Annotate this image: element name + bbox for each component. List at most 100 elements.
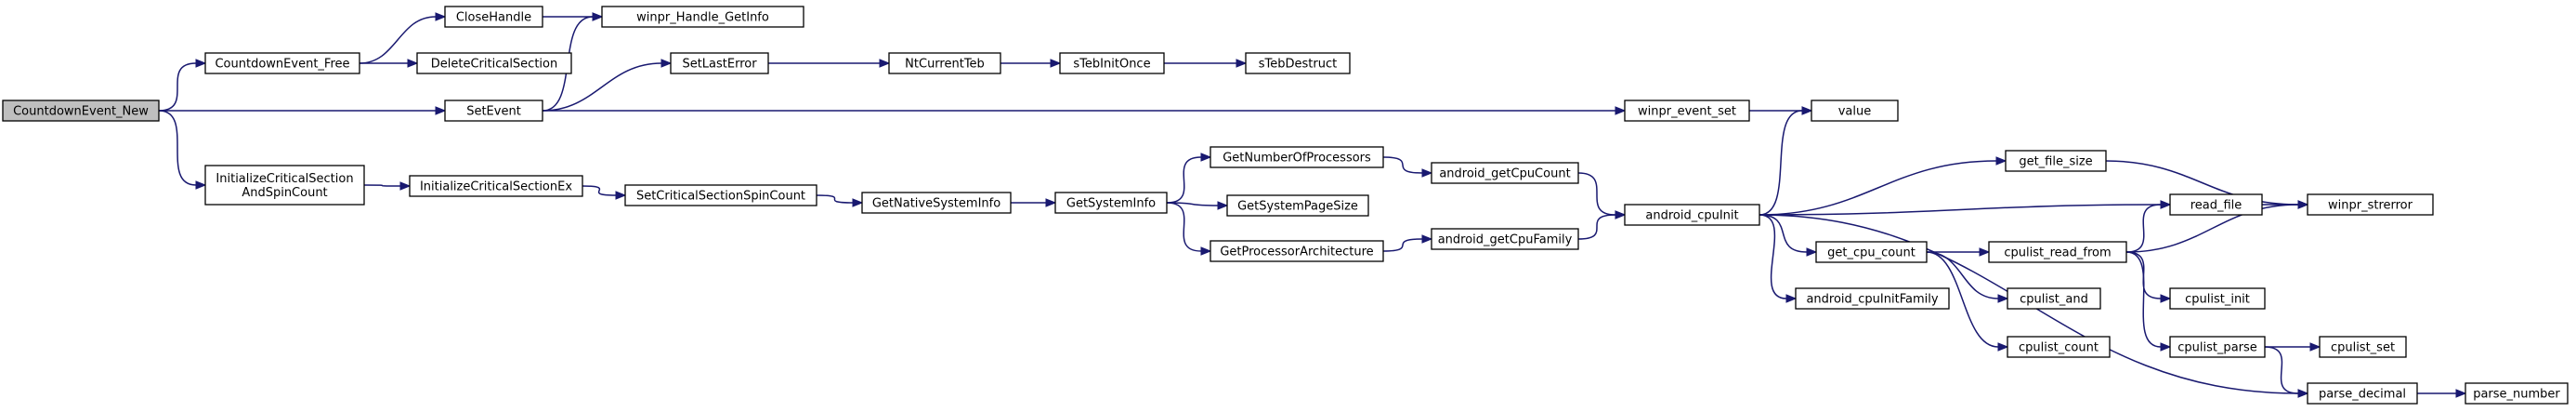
node-winpr-strerror[interactable]: winpr_strerror bbox=[2307, 193, 2434, 216]
node-set-last-error[interactable]: SetLastError bbox=[670, 52, 769, 74]
node-close-handle[interactable]: CloseHandle bbox=[444, 6, 543, 28]
node-set-cs-spin[interactable]: SetCriticalSectionSpinCount bbox=[624, 184, 817, 206]
edge-line bbox=[1577, 172, 1616, 216]
node-winpr-event-set[interactable]: winpr_event_set bbox=[1624, 100, 1750, 122]
node-label: parse_decimal bbox=[2319, 388, 2406, 402]
edge-steb-init-once-to-steb-destruct bbox=[1164, 59, 1248, 68]
node-get-cpu-count[interactable]: get_cpu_count bbox=[1815, 241, 1928, 263]
node-steb-init-once[interactable]: sTebInitOnce bbox=[1059, 52, 1165, 74]
node-cpulist-count[interactable]: cpulist_count bbox=[2007, 336, 2111, 358]
edge-arrowhead bbox=[1801, 106, 1813, 115]
node-label: android_cpuInitFamily bbox=[1806, 293, 1938, 307]
edge-set-event-to-set-last-error bbox=[542, 59, 673, 112]
edge-root-to-init-cs-spin bbox=[158, 110, 207, 190]
node-get-file-size[interactable]: get_file_size bbox=[2005, 150, 2107, 172]
edge-cpulist-read-from-to-read-file bbox=[2125, 200, 2172, 253]
node-box bbox=[2169, 287, 2266, 310]
edge-arrowhead bbox=[407, 59, 419, 68]
node-android-get-cpufamily[interactable]: android_getCpuFamily bbox=[1431, 228, 1579, 250]
edge-arrowhead bbox=[1200, 153, 1212, 162]
node-get-sysinfo[interactable]: GetSystemInfo bbox=[1054, 192, 1168, 214]
node-ce-free[interactable]: CountdownEvent_Free bbox=[204, 52, 360, 74]
edge-init-cs-spin-to-init-cs-ex bbox=[363, 181, 412, 191]
node-box bbox=[2465, 382, 2569, 405]
node-box bbox=[1624, 204, 1760, 226]
edge-arrowhead bbox=[1421, 234, 1433, 244]
node-label: get_cpu_count bbox=[1827, 246, 1916, 260]
edge-arrowhead bbox=[1236, 59, 1248, 68]
node-cpulist-and[interactable]: cpulist_and bbox=[2007, 287, 2101, 310]
node-parse-decimal[interactable]: parse_decimal bbox=[2307, 382, 2418, 405]
node-value[interactable]: value bbox=[1811, 100, 1899, 122]
edge-init-cs-ex-to-set-cs-spin bbox=[582, 185, 627, 200]
node-init-cs-ex[interactable]: InitializeCriticalSectionEx bbox=[409, 175, 583, 197]
node-cpulist-set[interactable]: cpulist_set bbox=[2319, 336, 2407, 358]
node-label: android_getCpuFamily bbox=[1438, 233, 1573, 247]
node-box bbox=[670, 52, 769, 74]
node-box bbox=[1988, 241, 2127, 263]
node-box bbox=[1431, 228, 1579, 250]
node-box bbox=[2005, 150, 2107, 172]
edge-arrowhead bbox=[1995, 156, 2007, 166]
node-box bbox=[888, 52, 1001, 74]
node-box bbox=[444, 6, 543, 28]
edge-get-cpu-count-to-cpulist-count bbox=[1926, 251, 2009, 352]
edge-line bbox=[542, 62, 662, 112]
node-label: cpulist_set bbox=[2331, 341, 2395, 355]
edge-ce-free-to-close-handle bbox=[359, 12, 447, 64]
node-label: GetNumberOfProcessors bbox=[1223, 152, 1371, 166]
node-label: sTebInitOnce bbox=[1073, 58, 1150, 72]
edge-cpulist-read-from-to-cpulist-parse bbox=[2125, 251, 2172, 352]
edge-arrowhead bbox=[1217, 201, 1229, 210]
node-box bbox=[861, 192, 1012, 214]
node-label: android_cpuInit bbox=[1645, 209, 1738, 223]
edge-android-cpuinit-to-get-file-size bbox=[1759, 156, 2007, 216]
node-nt-current-teb[interactable]: NtCurrentTeb bbox=[888, 52, 1001, 74]
node-android-cpuinitfamily[interactable]: android_cpuInitFamily bbox=[1795, 287, 1950, 310]
node-box bbox=[204, 165, 365, 206]
node-label: value bbox=[1838, 105, 1872, 119]
edge-nt-current-teb-to-steb-init-once bbox=[1000, 59, 1062, 68]
node-delete-cs[interactable]: DeleteCriticalSection bbox=[416, 52, 572, 74]
edge-get-native-sysinfo-to-get-sysinfo bbox=[1011, 198, 1057, 207]
node-set-event[interactable]: SetEvent bbox=[444, 100, 543, 122]
node-box bbox=[624, 184, 817, 206]
node-get-proc-arch[interactable]: GetProcessorArchitecture bbox=[1210, 240, 1384, 262]
node-label: winpr_event_set bbox=[1638, 105, 1736, 119]
node-box bbox=[1059, 52, 1165, 74]
node-get-native-sysinfo[interactable]: GetNativeSystemInfo bbox=[861, 192, 1012, 214]
node-label: parse_number bbox=[2473, 388, 2560, 402]
node-android-get-cpucount[interactable]: android_getCpuCount bbox=[1431, 162, 1579, 184]
edge-arrowhead bbox=[2297, 389, 2309, 398]
node-box bbox=[409, 175, 583, 197]
node-get-num-proc[interactable]: GetNumberOfProcessors bbox=[1210, 146, 1384, 168]
node-label: CountdownEvent_New bbox=[13, 105, 149, 119]
node-read-file[interactable]: read_file bbox=[2169, 193, 2263, 216]
node-android-cpuinit[interactable]: android_cpuInit bbox=[1624, 204, 1760, 226]
edge-line bbox=[2264, 346, 2299, 394]
edge-arrowhead bbox=[1997, 294, 2009, 303]
node-box bbox=[204, 52, 360, 74]
node-cpulist-parse[interactable]: cpulist_parse bbox=[2169, 336, 2266, 358]
node-box bbox=[1431, 162, 1579, 184]
edge-get-cpu-count-to-cpulist-read-from bbox=[1926, 247, 1991, 257]
node-box bbox=[444, 100, 543, 122]
edge-arrowhead bbox=[1806, 247, 1818, 257]
node-steb-destruct[interactable]: sTebDestruct bbox=[1245, 52, 1351, 74]
edge-line bbox=[582, 185, 617, 196]
node-get-sys-page[interactable]: GetSystemPageSize bbox=[1226, 194, 1369, 217]
node-cpulist-read-from[interactable]: cpulist_read_from bbox=[1988, 241, 2127, 263]
node-parse-number[interactable]: parse_number bbox=[2465, 382, 2569, 405]
node-box bbox=[416, 52, 572, 74]
node-handle-getinfo[interactable]: winpr_Handle_GetInfo bbox=[601, 6, 804, 28]
node-cpulist-init[interactable]: cpulist_init bbox=[2169, 287, 2266, 310]
edge-line bbox=[816, 194, 854, 204]
edge-android-cpuinit-to-value bbox=[1759, 106, 1813, 216]
node-label: read_file bbox=[2190, 199, 2243, 213]
node-label: GetProcessorArchitecture bbox=[1220, 246, 1373, 259]
node-label: winpr_Handle_GetInfo bbox=[636, 11, 769, 25]
node-label: sTebDestruct bbox=[1259, 58, 1337, 72]
edge-arrowhead bbox=[615, 191, 627, 200]
node-box bbox=[1210, 240, 1384, 262]
